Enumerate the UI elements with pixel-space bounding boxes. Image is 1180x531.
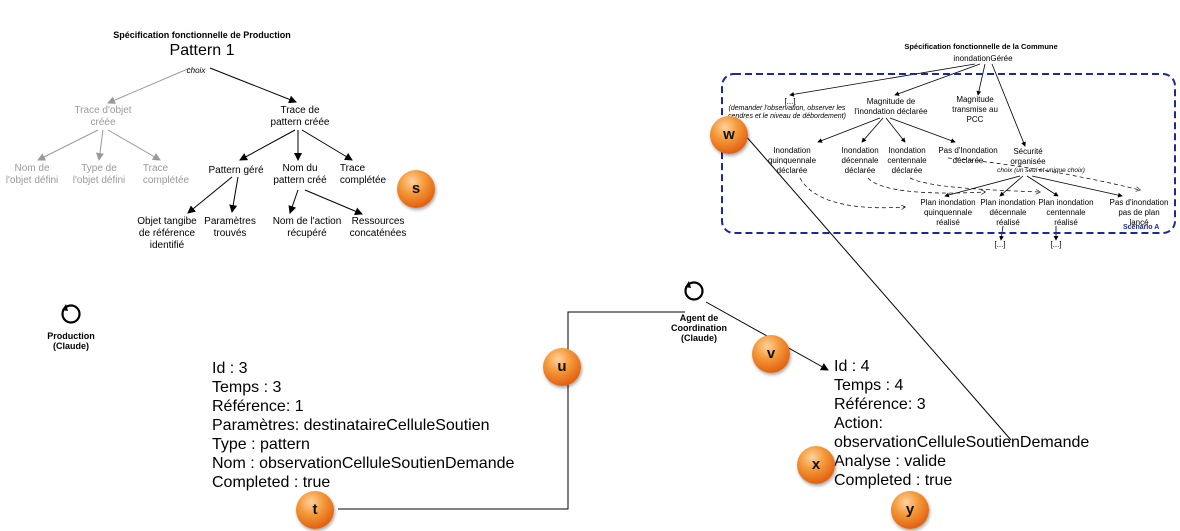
badge-v: v	[752, 335, 790, 373]
left-tree-edges	[37, 67, 363, 215]
info-left-line: Nom : observationCelluleSoutienDemande	[212, 455, 515, 472]
node-etc-dec: [...]	[994, 240, 1006, 249]
right-tree-edges	[789, 63, 1123, 241]
badge-x: x	[797, 446, 835, 484]
choix-label: choix	[186, 66, 206, 75]
info-right-line: Référence: 3	[834, 396, 926, 413]
node-pattern-gere: Pattern géré	[208, 165, 264, 176]
info-left-line: Type : pattern	[212, 436, 310, 453]
info-left: Id : 3 Temps : 3 Référence: 1 Paramètres…	[212, 359, 514, 492]
badge-t: t	[296, 491, 334, 529]
choix-note: choix (un seul et unique choix)	[997, 167, 1085, 174]
badge-y: y	[891, 491, 929, 529]
production-agent-icon	[61, 304, 81, 324]
info-left-line: Temps : 3	[212, 379, 282, 396]
info-right-line: Id : 4	[834, 358, 870, 375]
left-spec-title: Spécification fonctionnelle de Productio…	[113, 30, 291, 40]
pattern-root: Pattern 1	[169, 42, 235, 59]
badge-u: u	[543, 348, 581, 386]
info-left-line: Référence: 1	[212, 398, 304, 415]
badge-s: s	[397, 170, 435, 208]
info-right-line: Completed : true	[834, 472, 953, 489]
badge-w: w	[710, 116, 748, 154]
info-left-line: Completed : true	[212, 474, 331, 491]
production-agent-label: Production(Claude)	[47, 331, 95, 351]
right-spec-title: Spécification fonctionnelle de la Commun…	[904, 42, 1058, 51]
node-etc-cent: [...]	[1050, 240, 1062, 249]
info-right: Id : 4 Temps : 4 Référence: 3 Action: ob…	[834, 357, 1089, 490]
info-right-line: Temps : 4	[834, 377, 904, 394]
right-root: inondationGérée	[953, 54, 1013, 63]
analysis-arrow	[737, 126, 1012, 441]
info-left-line: Id : 3	[212, 360, 248, 377]
scenario-box	[721, 73, 1176, 234]
scenario-label: Scénario A	[1123, 224, 1160, 231]
right-tree-dashed	[799, 157, 1140, 208]
info-right-line: Action:	[834, 415, 883, 432]
node-etc: [...]	[784, 97, 796, 106]
info-right-line: Analyse : valide	[834, 453, 947, 470]
info-right-line: observationCelluleSoutienDemande	[834, 434, 1090, 451]
coordination-agent-icon	[684, 281, 704, 301]
info-left-line: Paramètres: destinataireCelluleSoutien	[212, 417, 490, 434]
message-line	[338, 311, 685, 510]
